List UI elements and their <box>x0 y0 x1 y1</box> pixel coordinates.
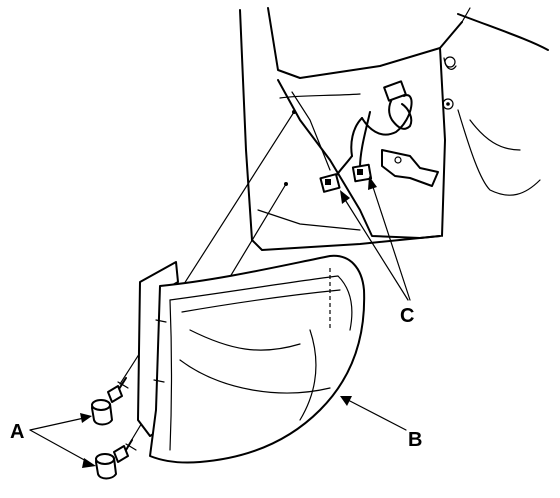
callout-c-leaders <box>340 176 411 301</box>
clip-upper <box>91 399 113 426</box>
screw-lower <box>113 439 137 463</box>
connector-left <box>319 173 341 193</box>
callout-a-leaders <box>29 413 96 468</box>
screw-upper <box>107 377 129 403</box>
callout-label-a: A <box>10 421 24 443</box>
callout-label-c: C <box>400 305 414 327</box>
panel-screw-holes <box>284 110 296 186</box>
callout-b-leader <box>340 396 407 431</box>
vehicle-body-panel <box>239 7 549 251</box>
tail-light-assembly <box>137 254 366 464</box>
wiring-harness <box>335 80 439 187</box>
clip-lower <box>95 453 117 480</box>
callout-label-b: B <box>408 429 422 451</box>
connector-right <box>351 163 373 183</box>
